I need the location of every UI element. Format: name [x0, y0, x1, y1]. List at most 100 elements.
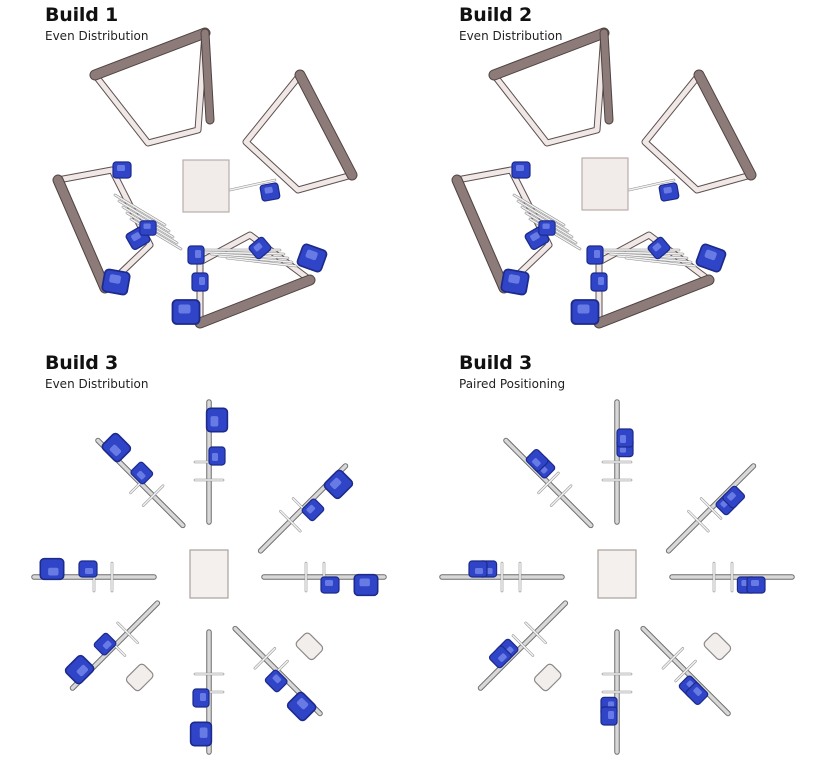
robot-highlight — [109, 444, 122, 456]
robot-unit — [320, 576, 340, 594]
gripper — [295, 632, 324, 661]
robot-unit — [685, 682, 709, 706]
gripper — [533, 663, 562, 692]
panel-title: Build 2 — [459, 4, 533, 26]
frame-rail — [452, 175, 509, 293]
build-1-frame — [52, 27, 358, 329]
robot-highlight — [178, 304, 191, 314]
robot-unit — [500, 268, 530, 296]
robot-highlight — [620, 435, 626, 443]
strut — [625, 257, 696, 267]
robot-highlight — [117, 165, 125, 171]
robot-highlight — [325, 580, 333, 586]
robot-highlight — [212, 453, 218, 461]
frame-rail — [201, 29, 214, 124]
center-object — [581, 157, 629, 211]
robot-highlight — [693, 687, 702, 696]
center-object — [597, 549, 637, 599]
build-1-diagram — [52, 27, 358, 329]
robot-highlight — [508, 274, 521, 284]
robot-highlight — [131, 232, 141, 242]
robot-highlight — [306, 504, 316, 514]
robot-highlight — [577, 304, 590, 314]
strut — [229, 179, 276, 191]
robot-highlight — [85, 568, 93, 574]
robot-highlight — [210, 416, 219, 427]
robot-highlight — [195, 250, 201, 258]
frame-rail — [600, 29, 613, 124]
build-1-robots — [101, 161, 328, 325]
robot-unit — [130, 461, 154, 485]
build-3-even-arms — [31, 399, 387, 755]
robot-highlight — [594, 250, 600, 258]
robot-unit — [208, 446, 226, 466]
frame-rail — [295, 70, 357, 180]
robot-unit — [301, 498, 325, 522]
robot-unit — [264, 669, 288, 693]
frame-rail — [489, 28, 609, 80]
panel-build-3-paired: Build 3 Paired Positioning — [414, 352, 827, 763]
strut — [512, 634, 534, 657]
robot-unit — [296, 243, 328, 273]
robot-unit — [192, 688, 210, 708]
robot-highlight — [542, 223, 550, 229]
robot-unit — [101, 268, 131, 296]
robot-highlight — [264, 186, 273, 194]
robot-unit — [78, 560, 98, 578]
robot-highlight — [136, 470, 146, 480]
strut — [142, 484, 164, 507]
frame-beam-outline — [242, 71, 356, 194]
robot-highlight — [253, 242, 263, 252]
robot-unit — [259, 182, 281, 202]
robot-highlight — [598, 277, 604, 285]
robot-unit — [488, 645, 512, 669]
strut — [662, 647, 684, 670]
strut — [609, 253, 688, 259]
strut — [617, 255, 692, 263]
robot-unit — [101, 432, 132, 463]
robot-highlight — [199, 727, 208, 738]
robot-unit — [39, 557, 65, 581]
robot-highlight — [272, 674, 282, 684]
build-3-even-diagram — [31, 399, 387, 755]
strut — [218, 255, 293, 263]
strut — [524, 622, 547, 644]
robot-highlight — [532, 458, 541, 467]
strut — [226, 257, 297, 267]
strut — [114, 194, 166, 226]
strut — [601, 251, 684, 255]
panel-title: Build 1 — [45, 4, 119, 26]
panel-build-3-even: Build 3 Even Distribution — [0, 352, 413, 763]
robot-highlight — [727, 492, 736, 501]
robot-unit — [248, 236, 272, 260]
frame-rail — [53, 175, 110, 293]
frame-rail — [90, 28, 210, 80]
robot-unit — [525, 448, 549, 472]
robot-highlight — [530, 232, 540, 242]
center-object — [182, 159, 230, 213]
strut — [279, 510, 302, 532]
gripper — [125, 663, 154, 692]
robot-unit — [538, 220, 556, 236]
robot-highlight — [516, 165, 524, 171]
robot-highlight — [359, 578, 370, 587]
robot-unit — [616, 428, 634, 448]
robot-unit — [353, 573, 379, 597]
robot-highlight — [330, 477, 342, 490]
strut — [628, 179, 675, 191]
robot-unit — [171, 299, 201, 325]
panel-title: Build 3 — [45, 352, 119, 374]
robot-highlight — [663, 186, 672, 194]
frame-rail — [694, 70, 756, 180]
robot-unit — [93, 632, 117, 656]
frame-beam — [243, 72, 355, 193]
robot-unit — [205, 407, 229, 433]
robot-highlight — [296, 698, 309, 710]
robot-unit — [722, 485, 746, 509]
robot-unit — [286, 691, 317, 722]
robot-unit — [600, 706, 618, 726]
panel-build-2: Build 2 Even Distribution — [414, 0, 827, 381]
robot-unit — [590, 272, 608, 292]
robot-unit — [468, 560, 488, 578]
gripper — [703, 632, 732, 661]
